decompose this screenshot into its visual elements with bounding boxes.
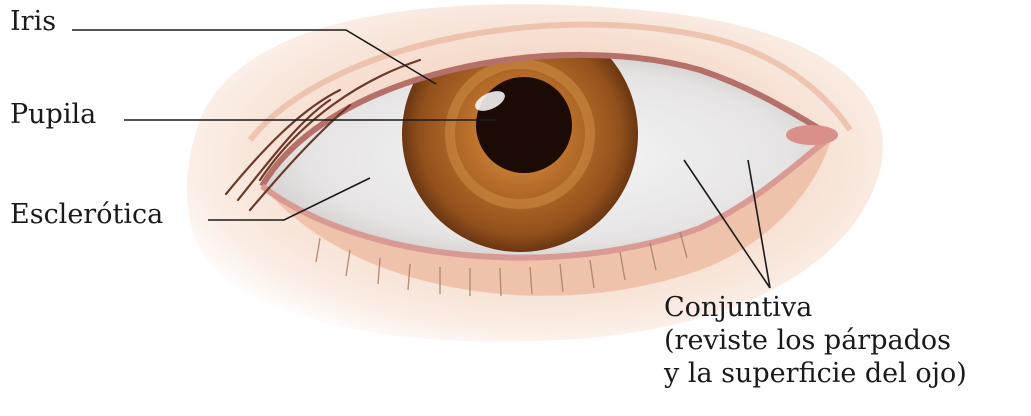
iris-label: Iris: [10, 6, 56, 37]
conjuntiva-label: Conjuntiva (reviste los párpados y la su…: [664, 291, 967, 390]
pupil: [476, 77, 572, 173]
conjuntiva-label-line-2: (reviste los párpados: [664, 324, 967, 357]
pupila-label: Pupila: [10, 99, 96, 130]
conjuntiva-label-line-3: y la superficie del ojo): [664, 357, 967, 390]
conjuntiva-label-line-1: Conjuntiva: [664, 291, 967, 324]
esclerotica-label: Esclerótica: [10, 199, 163, 230]
caruncle: [786, 125, 838, 145]
